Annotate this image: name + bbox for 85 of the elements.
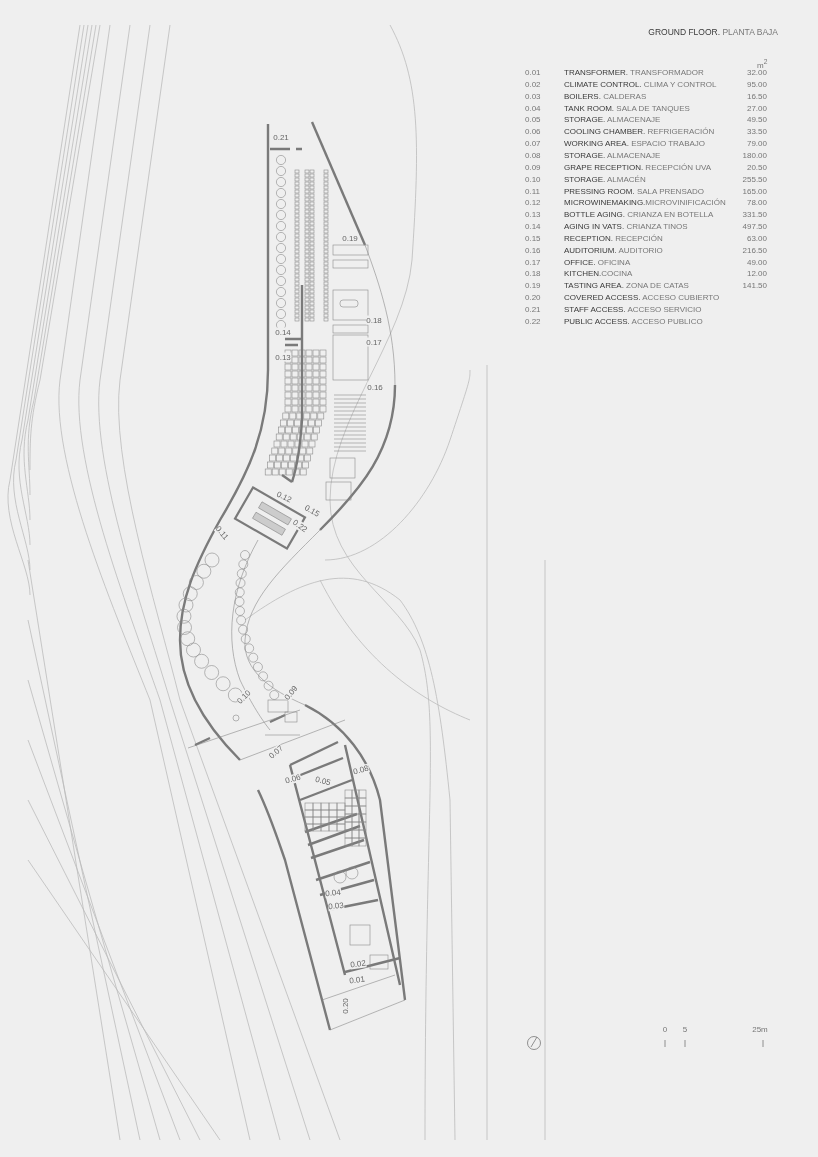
room-name: TASTING AREA. ZONA DE CATAS [564, 281, 689, 292]
room-name: TRANSFORMER. TRANSFORMADOR [564, 68, 704, 78]
scale-label: 25m [752, 1025, 768, 1035]
room-label: 0.15 [303, 503, 321, 519]
area-value: 49.50 [746, 115, 767, 126]
room-label: 0.13 [275, 352, 291, 362]
room-label: 0.21 [273, 132, 289, 142]
room-label: 0.16 [367, 382, 383, 392]
room-number: 0.07 [525, 139, 541, 150]
area-value: 331.50 [742, 210, 767, 221]
area-value: 497.50 [742, 222, 767, 233]
area-value: 20.50 [746, 162, 767, 173]
room-label: 0.02 [349, 958, 367, 970]
room-name: AGING IN VATS. CRIANZA TINOS [564, 222, 688, 233]
room-number: 0.19 [525, 281, 541, 292]
room-number: 0.18 [525, 269, 541, 280]
room-number: 0.20 [525, 293, 541, 304]
room-name: GRAPE RECEPTION. RECEPCIÓN UVA [564, 162, 711, 173]
area-value: 12.00 [746, 269, 767, 280]
room-number: 0.09 [525, 162, 541, 173]
room-name: KITCHEN.COCINA [564, 269, 633, 280]
room-label: 0.14 [275, 327, 291, 337]
room-label: 0.07 [267, 743, 285, 761]
room-label: 0.20 [340, 998, 350, 1014]
room-number: 0.06 [525, 127, 541, 138]
room-label: 0.03 [327, 900, 345, 912]
area-value: 255.50 [742, 174, 767, 185]
area-value: 16.50 [746, 91, 767, 102]
room-label: 0.19 [342, 233, 358, 243]
room-number: 0.22 [525, 316, 541, 327]
room-label: 0.04 [324, 887, 342, 899]
room-label: 0.01 [348, 974, 366, 986]
room-number: 0.17 [525, 257, 541, 268]
room-name: PUBLIC ACCESS. ACCESO PUBLICO [564, 316, 703, 327]
room-number: 0.15 [525, 233, 541, 244]
room-number: 0.13 [525, 210, 541, 221]
area-value: 32.00 [746, 68, 767, 78]
scale-label: 0 [662, 1025, 668, 1035]
room-number: 0.03 [525, 91, 541, 102]
room-name: OFFICE. OFICINA [564, 257, 631, 268]
area-value: 95.00 [746, 79, 767, 90]
room-number: 0.12 [525, 198, 541, 209]
area-value: 63.00 [746, 233, 767, 244]
room-name: RECEPTION. RECEPCIÓN [564, 233, 663, 244]
area-value: 49.00 [746, 257, 767, 268]
area-value: 141.50 [742, 281, 767, 292]
room-name: COOLING CHAMBER. REFRIGERACIÓN [564, 127, 715, 138]
room-name: BOILERS. CALDERAS [564, 91, 647, 102]
room-number: 0.21 [525, 305, 541, 315]
area-value: 79.00 [746, 139, 767, 150]
room-label: 0.05 [314, 774, 332, 788]
room-name: STORAGE. ALMACÉN [564, 174, 646, 185]
scale-label: 5 [682, 1025, 688, 1035]
area-value: 216.50 [742, 245, 767, 256]
room-number: 0.08 [525, 150, 541, 161]
room-name: CLIMATE CONTROL. CLIMA Y CONTROL [564, 79, 717, 90]
area-value: 27.00 [746, 103, 767, 114]
room-label: 0.17 [366, 337, 382, 347]
room-label: 0.06 [284, 772, 302, 786]
room-name: BOTTLE AGING. CRIANZA EN BOTELLA [564, 210, 714, 221]
room-number: 0.04 [525, 103, 541, 114]
room-name: COVERED ACCESS. ACCESO CUBIERTO [564, 293, 720, 304]
room-name: TANK ROOM. SALA DE TANQUES [564, 103, 690, 114]
room-name: MICROWINEMAKING.MICROVINIFICACIÓN [564, 198, 726, 209]
room-label: 0.08 [352, 763, 370, 777]
plan-title: GROUND FLOOR. PLANTA BAJA [648, 27, 778, 37]
room-label: 0.18 [366, 315, 382, 325]
room-number: 0.02 [525, 79, 541, 90]
room-name: STORAGE. ALMACENAJE [564, 115, 661, 126]
room-number: 0.14 [525, 222, 541, 233]
room-name: STAFF ACCESS. ACCESO SERVICIO [564, 305, 702, 315]
room-name: WORKING AREA. ESPACIO TRABAJO [564, 139, 706, 150]
room-name: AUDITORIUM. AUDITORIO [564, 245, 663, 256]
room-number: 0.01 [525, 68, 541, 78]
unit-label: m$^{2}$ [757, 57, 768, 70]
room-name: STORAGE. ALMACENAJE [564, 150, 661, 161]
area-value: 180.00 [742, 150, 767, 161]
area-value: 33.50 [746, 127, 767, 138]
room-number: 0.10 [525, 174, 541, 185]
room-number: 0.05 [525, 115, 541, 126]
area-value: 78.00 [746, 198, 767, 209]
room-number: 0.16 [525, 245, 541, 256]
area-value: 165.00 [742, 186, 767, 197]
room-number: 0.11 [525, 186, 540, 197]
room-name: PRESSING ROOM. SALA PRENSADO [564, 186, 705, 197]
